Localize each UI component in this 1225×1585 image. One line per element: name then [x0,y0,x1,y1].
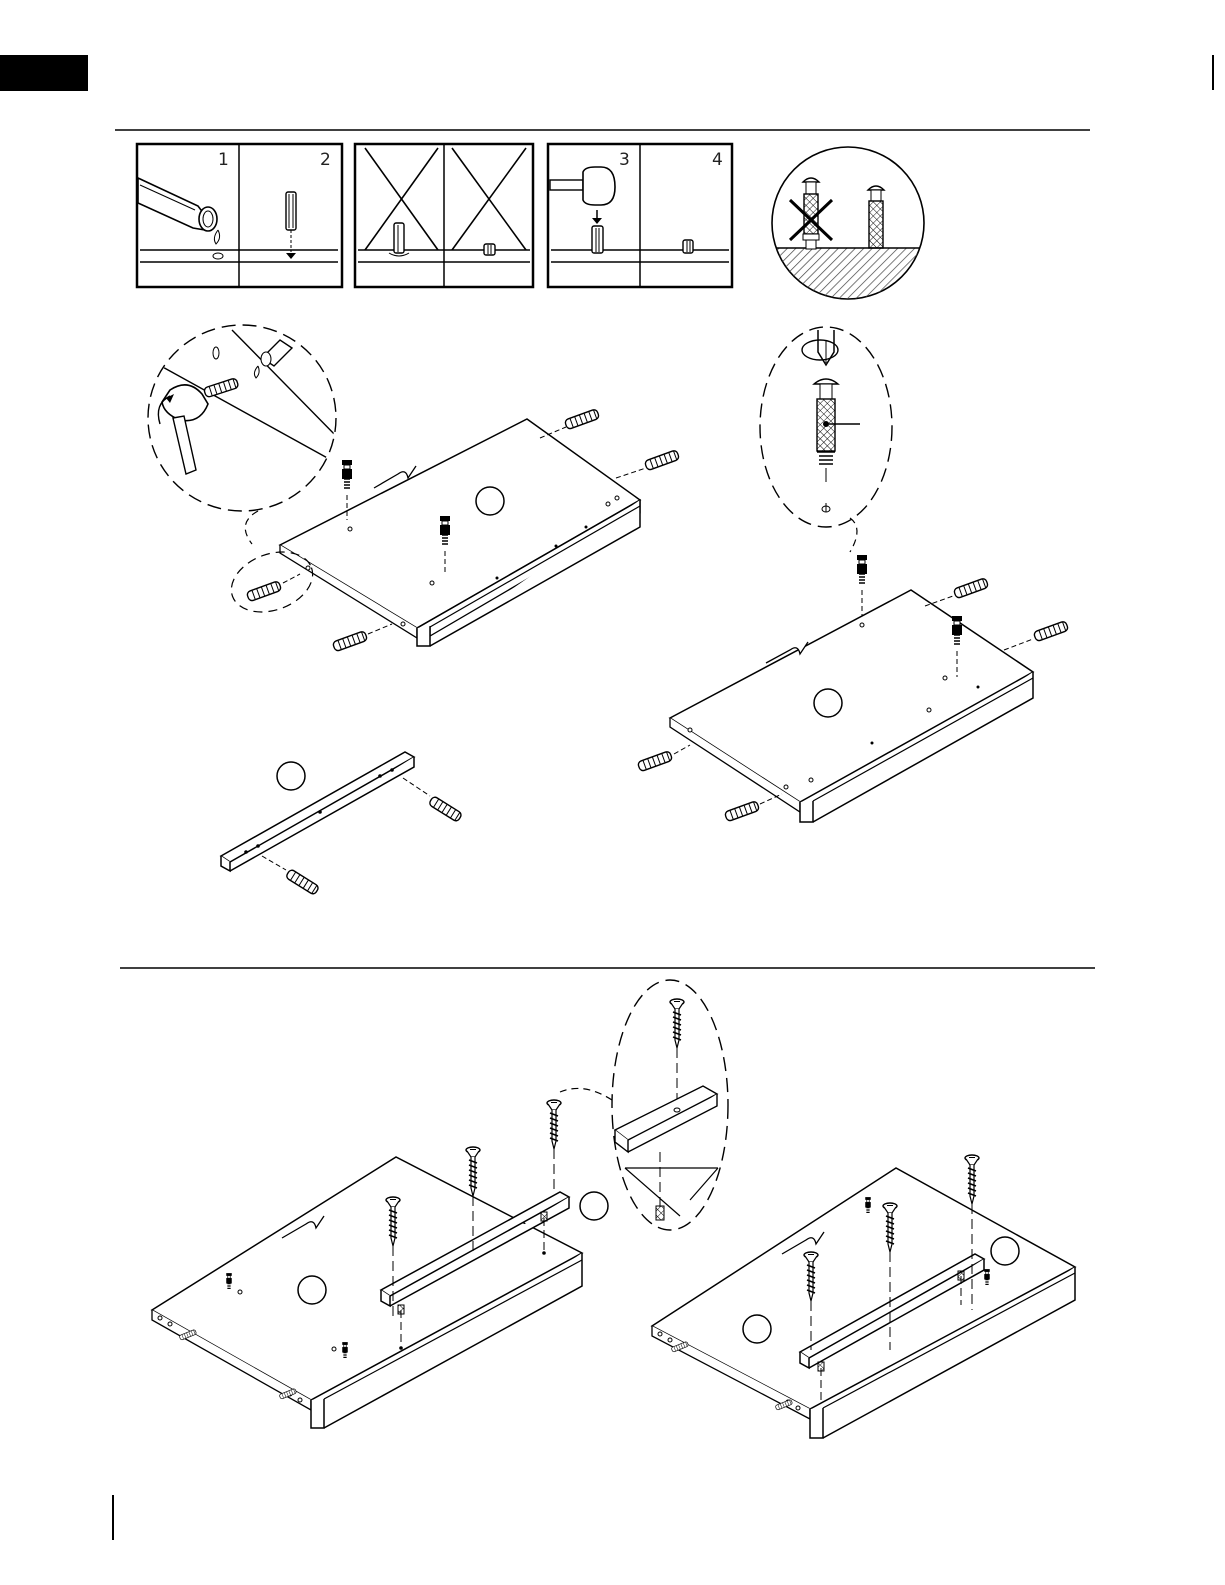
cam-bolt-depth-detail [770,147,930,308]
wood-screw-icon [547,1100,561,1149]
rail-screw-assembly-left [152,1100,608,1428]
part-label-circle [277,762,305,790]
top-panel-with-dowels [223,409,680,652]
dowel-icon [592,226,603,253]
step-number-4: 4 [712,150,723,170]
wood-screw-icon [965,1155,979,1204]
hammer-steps-panel: 3 4 [548,144,732,287]
part-label-circle [743,1315,771,1343]
wood-screw-icon [670,999,684,1048]
part-label-circle [298,1276,326,1304]
screwdriver-icon [802,330,838,365]
dowel-glue-callout [148,325,340,544]
dowel-icon [724,801,759,822]
bottom-panel-with-dowels [637,555,1068,822]
dowel-icon [953,578,988,599]
dowel-icon [637,751,672,772]
page-tab-marker [0,55,88,91]
part-label-circle [991,1237,1019,1265]
dowel-icon [1033,621,1068,642]
step-number-1: 1 [218,150,229,170]
part-label-circle [580,1192,608,1220]
step-number-3: 3 [619,150,630,170]
incorrect-methods-panel [355,144,533,287]
wood-screw-icon [466,1147,480,1196]
rail-with-dowels [221,752,462,895]
dowel-icon [428,796,462,822]
dowel-icon [285,869,319,895]
part-label-circle [814,689,842,717]
dowel-icon [644,450,679,471]
cam-bolt-screwdriver-callout [760,327,892,552]
cam-bolt-icon [342,460,352,488]
dowel-icon [564,409,599,430]
dowel-icon [286,192,296,230]
part-label-circle [476,487,504,515]
cam-bolt-icon [857,555,867,583]
dowel-icon [246,581,281,602]
screw-rail-detail [560,980,728,1230]
dowel-icon [332,631,367,652]
glue-steps-panel: 1 2 [137,144,342,287]
rail-screw-assembly-right [652,1155,1075,1438]
step-number-2: 2 [320,150,331,170]
